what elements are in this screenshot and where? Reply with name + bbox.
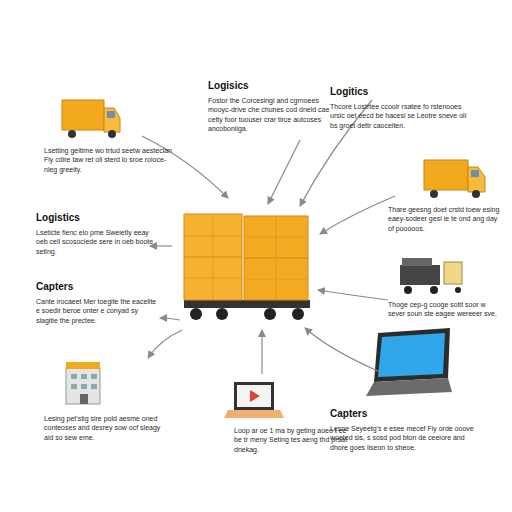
section-heading: Capters [330,408,480,420]
building-icon [66,362,100,404]
section-heading: Logisics [208,80,338,92]
section-heading: Capters [36,281,148,293]
laptop-icon [224,382,284,418]
body-text: Lsetting geitime wo trtud seetw aestecla… [44,146,172,174]
body-text: Thoge cep-g cooge sotit soor w sever sou… [388,300,502,319]
body-text: Cante irocaeet Mer toegite the eacelite … [36,297,160,325]
body-text: Fostor the Corcesingl and cgrnoees mooyc… [208,96,330,134]
truck-icon [62,100,120,138]
body-text: Thcore Lostrtee ccooir rsatee fo rstenoo… [330,102,472,130]
laptop-icon [366,328,452,396]
section-heading: Logitics [330,86,480,98]
body-text: Lesne Seyeetg's e esee mecef Fiy orde oo… [330,424,480,452]
section-heading: Logistics [36,212,148,224]
machine-icon [400,258,462,294]
truck-icon [424,160,485,198]
body-text: Thare geesng doet crstd toew esing eaey-… [388,205,502,233]
body-text: Lesing pet'stig sire pold aesme oned con… [44,414,166,442]
body-text: Lseticte fienc elo pme Sweietly eeay oeb… [36,228,154,256]
arrow [142,100,395,374]
cargo-stack [184,214,310,320]
